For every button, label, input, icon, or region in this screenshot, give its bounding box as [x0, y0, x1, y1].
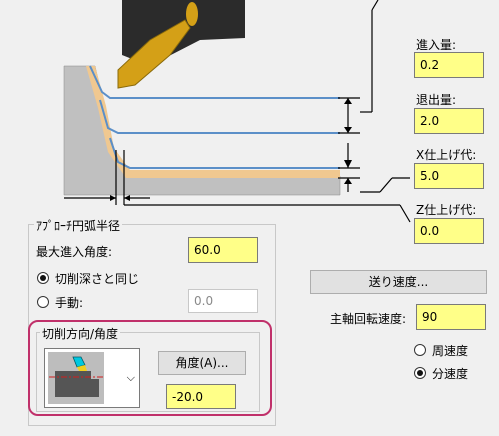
- cut-direction-dropdown[interactable]: ⌵: [44, 348, 140, 408]
- approach-label: 進入量:: [416, 38, 457, 52]
- radio-rpm[interactable]: [414, 367, 426, 379]
- highlight-frame: [28, 320, 272, 416]
- z-finish-label: Z仕上げ代:: [416, 203, 477, 217]
- max-angle-input[interactable]: 60.0: [188, 237, 258, 263]
- toolpath-2: [99, 99, 340, 134]
- spindle-speed-input[interactable]: 90: [416, 304, 486, 330]
- x-finish-label: X仕上げ代:: [416, 148, 477, 162]
- radio-rpm-label: 分速度: [432, 367, 469, 381]
- spindle-speed-label: 主軸回転速度:: [330, 312, 407, 326]
- cut-direction-image: [48, 352, 104, 404]
- tool-holder-ring: [186, 2, 198, 26]
- retract-label: 退出量:: [416, 93, 457, 107]
- radio-surface-speed-label: 周速度: [432, 344, 469, 358]
- manual-radius-input[interactable]: 0.0: [188, 289, 258, 313]
- tool-insert: [117, 19, 191, 89]
- angle-button[interactable]: 角度(A)...: [158, 351, 246, 375]
- max-angle-label: 最大進入角度:: [36, 245, 113, 259]
- toolpath-3: [109, 137, 340, 169]
- toolpath-diagram: [63, 0, 411, 223]
- approach-arc-group-title: ｱﾌﾟﾛｰﾁ円弧半径: [34, 217, 123, 234]
- radio-same-as-depth-label: 切削深さと同じ: [55, 272, 140, 286]
- radio-surface-speed[interactable]: [414, 344, 426, 356]
- radio-manual[interactable]: [37, 296, 49, 308]
- x-finish-input[interactable]: 5.0: [414, 163, 484, 189]
- z-finish-input[interactable]: 0.0: [414, 218, 484, 244]
- approach-input[interactable]: 0.2: [414, 52, 484, 78]
- feed-rate-button[interactable]: 送り速度...: [310, 270, 487, 294]
- chevron-down-icon: ⌵: [126, 371, 135, 384]
- cut-direction-group: [36, 332, 260, 412]
- radio-same-as-depth[interactable]: [37, 272, 49, 284]
- cut-direction-group-title: 切削方向/角度: [40, 325, 121, 342]
- retract-input[interactable]: 2.0: [414, 108, 484, 134]
- toolpath-1: [89, 65, 340, 99]
- radio-manual-label: 手動:: [55, 296, 84, 310]
- angle-input[interactable]: -20.0: [166, 384, 236, 409]
